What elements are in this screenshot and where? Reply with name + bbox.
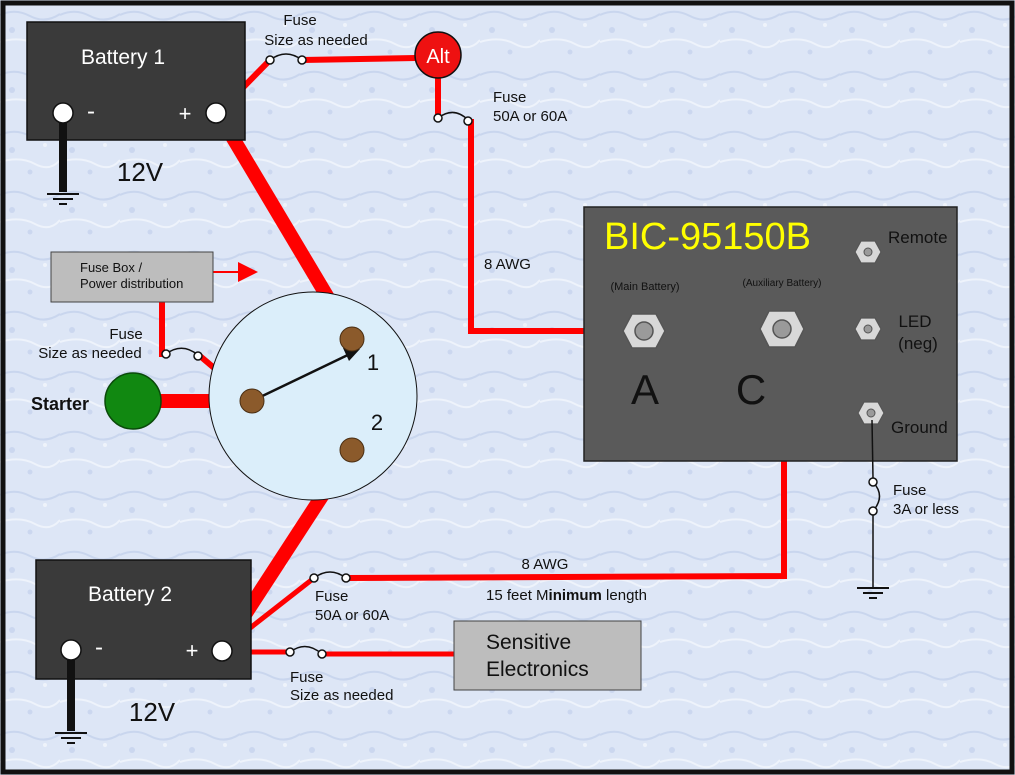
switch-lever-arrowhead (343, 348, 360, 361)
battery2-positive-label: + (186, 638, 199, 663)
remote-terminal-bolt (863, 247, 873, 257)
fuse-battery2-c-label-2: 50A or 60A (315, 607, 389, 624)
switch-lever (251, 350, 355, 403)
fuse-alt-output-label-2: 50A or 60A (493, 108, 567, 125)
ground-label: Ground (891, 418, 948, 437)
fuse-electronics-label-2: Size as needed (290, 687, 393, 704)
battery1-negative-label: - (87, 98, 95, 125)
wire-alt-to-a-gauge: 8 AWG (484, 256, 531, 273)
battery1-positive-label: + (179, 101, 192, 126)
sensitive-electronics-label-1: Sensitive (486, 631, 571, 654)
fuse-box-label-2: Power distribution (80, 276, 183, 291)
battery2-negative-terminal (60, 639, 82, 661)
fuse-ground-label-2: 3A or less (893, 501, 959, 518)
bic-main-battery-label: (Main Battery) (610, 281, 679, 293)
battery1-ground-symbol (47, 193, 79, 205)
bic-ground-wire (871, 419, 874, 479)
fuse-starter-label-2: Size as needed (38, 345, 141, 362)
switch-terminal-1 (339, 326, 365, 352)
battery2-title: Battery 2 (88, 583, 172, 606)
fuse-alt-battery1-label-1: Fuse (283, 12, 316, 29)
terminal-c-bolt (772, 319, 792, 339)
fuse-starter-label-1: Fuse (109, 326, 142, 343)
fuse-alt-output-label-1: Fuse (493, 89, 526, 106)
bic-ground-symbol (857, 587, 889, 599)
fuse-icon (161, 347, 203, 361)
battery2-voltage: 12V (129, 697, 176, 727)
wire-c-length: 15 feet Minimum length (486, 587, 647, 604)
sensitive-electronics-label-2: Electronics (486, 658, 589, 681)
battery-1: Battery 1 - + (26, 21, 246, 192)
fuse-alt-battery1-label-2: Size as needed (264, 32, 367, 49)
wire-c-gauge: 8 AWG (522, 556, 569, 573)
fuse-box: Fuse Box / Power distribution (50, 251, 214, 303)
alternator: Alt (414, 31, 462, 79)
led-label: LED (898, 312, 931, 331)
alternator-label: Alt (426, 46, 450, 68)
battery1-negative-terminal (52, 102, 74, 124)
sensitive-electronics-box: Sensitive Electronics (453, 620, 642, 691)
fuse-icon (265, 53, 307, 65)
terminal-c-label: C (736, 366, 766, 413)
fuse-icon (433, 111, 473, 126)
fuse-icon (868, 477, 881, 516)
battery1-title: Battery 1 (81, 46, 165, 69)
switch-common-terminal (239, 388, 265, 414)
fuse-icon (285, 645, 327, 659)
battery1-voltage: 12V (117, 157, 164, 187)
battery-2: Battery 2 - + (35, 559, 252, 731)
terminal-a-label: A (631, 366, 659, 413)
led-terminal-bolt (863, 324, 873, 334)
battery1-positive-terminal (205, 102, 227, 124)
battery2-negative-label: - (95, 634, 103, 661)
bic-aux-battery-label: (Auxiliary Battery) (743, 278, 822, 289)
switch-terminal-2 (339, 437, 365, 463)
wire-fuse-to-alt (301, 55, 417, 63)
battery2-positive-terminal (211, 640, 233, 662)
fuse-battery2-c-label-1: Fuse (315, 588, 348, 605)
fuse-icon (309, 571, 351, 583)
fuse-ground-label-1: Fuse (893, 482, 926, 499)
remote-label: Remote (888, 228, 948, 247)
fuse-electronics-label-1: Fuse (290, 669, 323, 686)
bic-title: BIC-95150B (604, 216, 811, 258)
switch-position-1-label: 1 (367, 350, 379, 375)
fuse-box-label-1: Fuse Box / (80, 260, 143, 275)
ground-terminal-bolt (866, 408, 876, 418)
terminal-a-bolt (634, 321, 654, 341)
switch-position-2-label: 2 (371, 410, 383, 435)
battery2-ground-symbol (55, 732, 87, 744)
battery-selector-switch (208, 291, 418, 501)
led-neg-label: (neg) (898, 334, 938, 353)
starter-motor (104, 372, 162, 430)
bic-panel: BIC-95150B (Main Battery) (Auxiliary Bat… (583, 206, 958, 462)
starter-label: Starter (31, 394, 89, 414)
